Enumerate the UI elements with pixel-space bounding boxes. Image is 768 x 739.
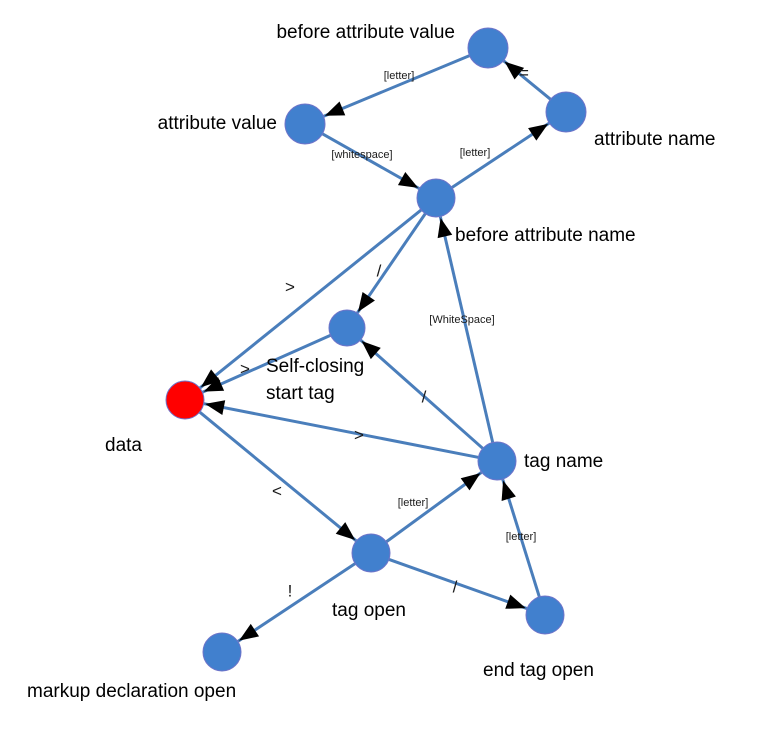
arrowhead-icon bbox=[335, 522, 356, 540]
edge-label-e10: > bbox=[354, 425, 364, 444]
state-node-tag_name[interactable] bbox=[477, 441, 517, 481]
arrowhead-icon bbox=[505, 594, 526, 609]
edge-tag_open-to-end_tag_open bbox=[387, 557, 529, 611]
edge-label-e7: [WhiteSpace] bbox=[429, 314, 494, 326]
arrowhead-icon bbox=[239, 623, 260, 641]
edge-before_attribute_value-to-attribute_value bbox=[321, 53, 472, 119]
edge-label-e6: / bbox=[377, 261, 382, 280]
node-label-markup_declaration_open: markup declaration open bbox=[27, 681, 236, 702]
state-node-attribute_name[interactable] bbox=[545, 91, 587, 133]
node-label-attribute_value: attribute value bbox=[158, 113, 277, 134]
state-node-before_attribute_value[interactable] bbox=[467, 27, 509, 69]
edge-before_attribute_name-to-data bbox=[198, 208, 423, 390]
arrowhead-icon bbox=[504, 61, 525, 80]
edge-labels-layer: [letter] = [letter] [whitespace] > / [WhiteSpa… bbox=[240, 63, 536, 600]
state-node-markup_declaration_open[interactable] bbox=[202, 632, 242, 672]
edge-data-to-tag_open bbox=[197, 410, 359, 543]
nodes-layer bbox=[165, 27, 587, 672]
edge-label-e13: [letter] bbox=[506, 531, 537, 543]
arrowhead-icon bbox=[528, 123, 549, 141]
edge-label-e2: = bbox=[519, 63, 529, 82]
arrowhead-icon bbox=[460, 473, 481, 491]
arrowhead-icon bbox=[203, 377, 225, 392]
edge-label-e4: [whitespace] bbox=[331, 149, 392, 161]
edge-label-e5: > bbox=[285, 277, 295, 296]
edge-label-e15: ! bbox=[288, 581, 293, 600]
state-node-tag_open[interactable] bbox=[351, 533, 391, 573]
node-label-attribute_name: attribute name bbox=[594, 129, 715, 150]
state-node-self_closing_start_tag[interactable] bbox=[328, 309, 366, 347]
arrowhead-icon bbox=[200, 369, 221, 388]
arrowhead-icon bbox=[358, 291, 375, 312]
edge-tag_name-to-before_attribute_name bbox=[438, 215, 495, 444]
arrowheads-layer bbox=[200, 61, 549, 641]
edge-label-e3: [letter] bbox=[460, 147, 491, 159]
state-node-attribute_value[interactable] bbox=[284, 103, 326, 145]
node-label-tag_open: tag open bbox=[332, 600, 406, 621]
arrowhead-icon bbox=[437, 217, 453, 239]
edge-tag_name-to-self_closing_start_tag bbox=[358, 338, 485, 451]
edge-label-e8: / bbox=[422, 387, 427, 406]
edge-label-e9: > bbox=[240, 359, 250, 378]
node-label-before_attribute_value: before attribute value bbox=[276, 22, 455, 43]
state-node-before_attribute_name[interactable] bbox=[416, 178, 456, 218]
edge-label-e11: < bbox=[272, 481, 282, 500]
node-label-tag_name: tag name bbox=[524, 451, 603, 472]
arrowhead-icon bbox=[501, 480, 516, 501]
arrowhead-icon bbox=[361, 340, 381, 360]
edge-tag_name-to-data bbox=[202, 401, 480, 460]
arrowhead-icon bbox=[324, 101, 346, 116]
state-node-data[interactable] bbox=[165, 380, 205, 420]
node-label-before_attribute_name: before attribute name bbox=[455, 225, 636, 246]
edge-label-e12: [letter] bbox=[398, 497, 429, 509]
state-node-end_tag_open[interactable] bbox=[525, 595, 565, 635]
node-labels-layer: before attribute value attribute name attr… bbox=[27, 22, 715, 702]
node-label-data: data bbox=[105, 435, 142, 456]
edge-label-e1: [letter] bbox=[384, 70, 415, 82]
edge-self_closing_start_tag-to-data bbox=[200, 333, 333, 395]
edge-tag_open-to-markup_declaration_open bbox=[236, 561, 357, 644]
node-label-end_tag_open: end tag open bbox=[483, 660, 594, 681]
arrowhead-icon bbox=[397, 172, 419, 188]
arrowhead-icon bbox=[205, 400, 226, 415]
edge-label-e14: / bbox=[453, 577, 458, 596]
